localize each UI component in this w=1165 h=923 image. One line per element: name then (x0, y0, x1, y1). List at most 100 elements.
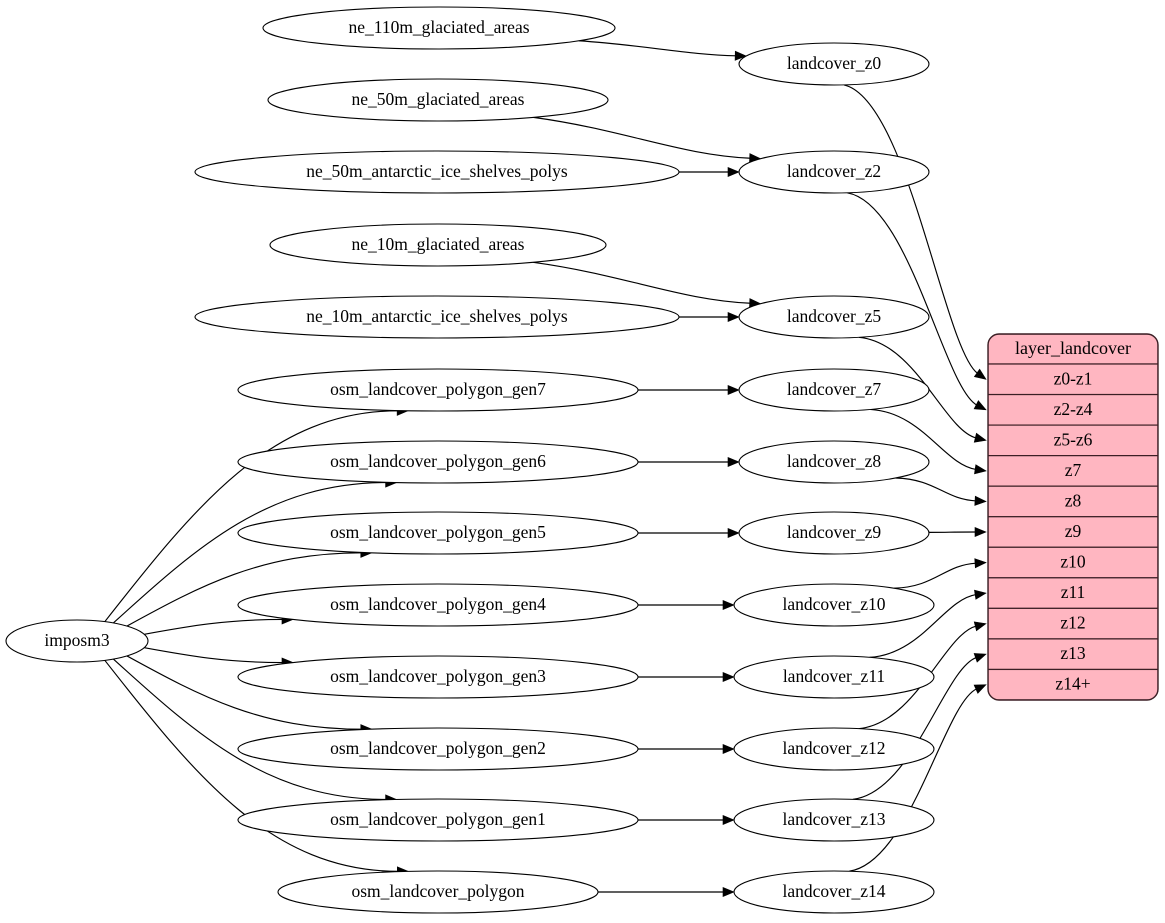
node-landcover_z7[interactable]: landcover_z7 (738, 368, 930, 412)
edge-line (852, 656, 977, 800)
edge-arrowhead (727, 456, 740, 468)
edge-osm_landcover_polygon_gen2-to-landcover_z12 (637, 743, 735, 755)
node-landcover_z2[interactable]: landcover_z2 (738, 150, 930, 194)
node-ne_50m_glaciated_areas[interactable]: ne_50m_glaciated_areas (267, 78, 609, 122)
edge-osm_landcover_polygon-to-landcover_z14 (597, 886, 735, 898)
node-label: osm_landcover_polygon_gen2 (330, 738, 546, 758)
edge-landcover_z11-to-layer_landcover-z11 (869, 589, 987, 658)
table-header-cell: layer_landcover (988, 334, 1158, 365)
node-label: osm_landcover_polygon_gen6 (330, 451, 546, 471)
edge-arrowhead (722, 599, 735, 611)
edge-ne_50m_antarctic_ice_shelves_polys-to-landcover_z2 (678, 166, 740, 178)
edges-layer (104, 40, 987, 898)
node-label: landcover_z13 (782, 809, 885, 829)
table-row-label: z12 (1060, 613, 1085, 633)
edge-arrowhead (973, 684, 987, 694)
edge-line (870, 408, 977, 471)
edge-osm_landcover_polygon_gen5-to-landcover_z9 (638, 527, 740, 539)
table-row-label: z9 (1065, 521, 1082, 541)
node-label: osm_landcover_polygon_gen3 (330, 666, 546, 686)
edge-line (895, 477, 977, 502)
node-ne_50m_antarctic_ice_shelves_polys[interactable]: ne_50m_antarctic_ice_shelves_polys (194, 150, 680, 194)
node-osm_landcover_polygon_gen3[interactable]: osm_landcover_polygon_gen3 (237, 655, 639, 699)
table-row-label: z5-z6 (1054, 429, 1093, 449)
table-row[interactable]: z5-z6 (988, 424, 1158, 457)
table-row-label: z0-z1 (1054, 368, 1093, 388)
edge-line (533, 261, 751, 304)
node-landcover_z5[interactable]: landcover_z5 (738, 295, 930, 339)
node-landcover_z9[interactable]: landcover_z9 (738, 511, 930, 555)
node-landcover_z14[interactable]: landcover_z14 (733, 870, 935, 914)
edge-arrowhead (727, 384, 740, 396)
edge-arrowhead (974, 526, 987, 538)
edge-osm_landcover_polygon_gen4-to-landcover_z10 (638, 599, 735, 611)
node-osm_landcover_polygon_gen1[interactable]: osm_landcover_polygon_gen1 (237, 798, 639, 842)
edge-arrowhead (974, 495, 987, 506)
table-row-label: z7 (1065, 460, 1082, 480)
edge-line (847, 192, 978, 406)
edge-landcover_z14-to-layer_landcover-z14+ (849, 684, 987, 872)
table-row-label: z13 (1060, 643, 1086, 663)
table-row[interactable]: z12 (988, 607, 1158, 640)
edge-arrowhead (974, 589, 987, 600)
edge-line (894, 562, 977, 589)
node-label: landcover_z8 (787, 451, 882, 471)
edge-arrowhead (973, 400, 987, 411)
node-label: osm_landcover_polygon_gen1 (330, 809, 546, 829)
table-row[interactable]: z7 (988, 455, 1158, 487)
node-ne_10m_glaciated_areas[interactable]: ne_10m_glaciated_areas (269, 223, 607, 267)
node-ne_10m_antarctic_ice_shelves_polys[interactable]: ne_10m_antarctic_ice_shelves_polys (194, 295, 680, 339)
edge-arrowhead (973, 653, 987, 663)
edge-imposm3-to-osm_landcover_polygon_gen4 (144, 614, 294, 635)
node-imposm3[interactable]: imposm3 (5, 619, 149, 663)
table-row[interactable]: z8 (988, 485, 1158, 518)
node-landcover_z12[interactable]: landcover_z12 (733, 727, 935, 771)
edge-line (849, 688, 978, 872)
table-row[interactable]: z0-z1 (988, 363, 1158, 396)
node-landcover_z8[interactable]: landcover_z8 (738, 440, 930, 484)
node-label: osm_landcover_polygon (351, 881, 524, 901)
node-label: ne_10m_antarctic_ice_shelves_polys (306, 306, 568, 326)
node-osm_landcover_polygon[interactable]: osm_landcover_polygon (277, 870, 599, 914)
edge-line (533, 116, 751, 159)
node-landcover_z11[interactable]: landcover_z11 (733, 655, 935, 699)
node-landcover_z0[interactable]: landcover_z0 (738, 42, 930, 86)
node-label: landcover_z9 (787, 522, 882, 542)
edge-osm_landcover_polygon_gen1-to-landcover_z13 (638, 814, 735, 826)
node-label: landcover_z0 (787, 53, 882, 73)
node-osm_landcover_polygon_gen4[interactable]: osm_landcover_polygon_gen4 (237, 583, 639, 627)
table-row-label: z11 (1061, 582, 1086, 602)
table-row[interactable]: z13 (988, 638, 1158, 671)
edge-osm_landcover_polygon_gen3-to-landcover_z11 (638, 671, 735, 683)
node-landcover_z13[interactable]: landcover_z13 (733, 798, 935, 842)
table-row[interactable]: z14+ (988, 668, 1158, 700)
edge-landcover_z13-to-layer_landcover-z13 (852, 653, 987, 800)
edge-landcover_z0-to-layer_landcover-z0-z1 (843, 84, 987, 380)
edge-arrowhead (973, 368, 987, 380)
edge-imposm3-to-osm_landcover_polygon_gen3 (144, 647, 294, 668)
node-osm_landcover_polygon_gen6[interactable]: osm_landcover_polygon_gen6 (237, 440, 639, 484)
node-ne_110m_glaciated_areas[interactable]: ne_110m_glaciated_areas (262, 6, 616, 50)
node-osm_landcover_polygon_gen2[interactable]: osm_landcover_polygon_gen2 (237, 727, 639, 771)
node-label: landcover_z2 (787, 161, 881, 181)
node-label: landcover_z11 (783, 666, 885, 686)
node-landcover_z10[interactable]: landcover_z10 (733, 583, 935, 627)
edge-landcover_z2-to-layer_landcover-z2-z4 (847, 192, 987, 411)
edge-line (144, 647, 283, 664)
table-row[interactable]: z2-z4 (988, 393, 1158, 426)
table-row[interactable]: z11 (988, 577, 1158, 609)
edge-line (104, 410, 399, 623)
edge-landcover_z8-to-layer_landcover-z8 (895, 477, 987, 506)
table-row[interactable]: z9 (988, 516, 1158, 548)
node-label: osm_landcover_polygon_gen5 (330, 522, 546, 542)
node-label: ne_10m_glaciated_areas (352, 234, 525, 254)
table-row[interactable]: z10 (988, 546, 1158, 579)
node-osm_landcover_polygon_gen7[interactable]: osm_landcover_polygon_gen7 (237, 368, 639, 412)
node-label: landcover_z10 (782, 594, 885, 614)
node-osm_landcover_polygon_gen5[interactable]: osm_landcover_polygon_gen5 (237, 511, 639, 555)
table-row-label: z10 (1060, 552, 1086, 572)
node-label: ne_50m_antarctic_ice_shelves_polys (306, 161, 568, 181)
layer-landcover-table[interactable]: layer_landcover z0-z1 z2-z4 z5-z6 z7 z8 z9 z10 z… (987, 333, 1159, 701)
